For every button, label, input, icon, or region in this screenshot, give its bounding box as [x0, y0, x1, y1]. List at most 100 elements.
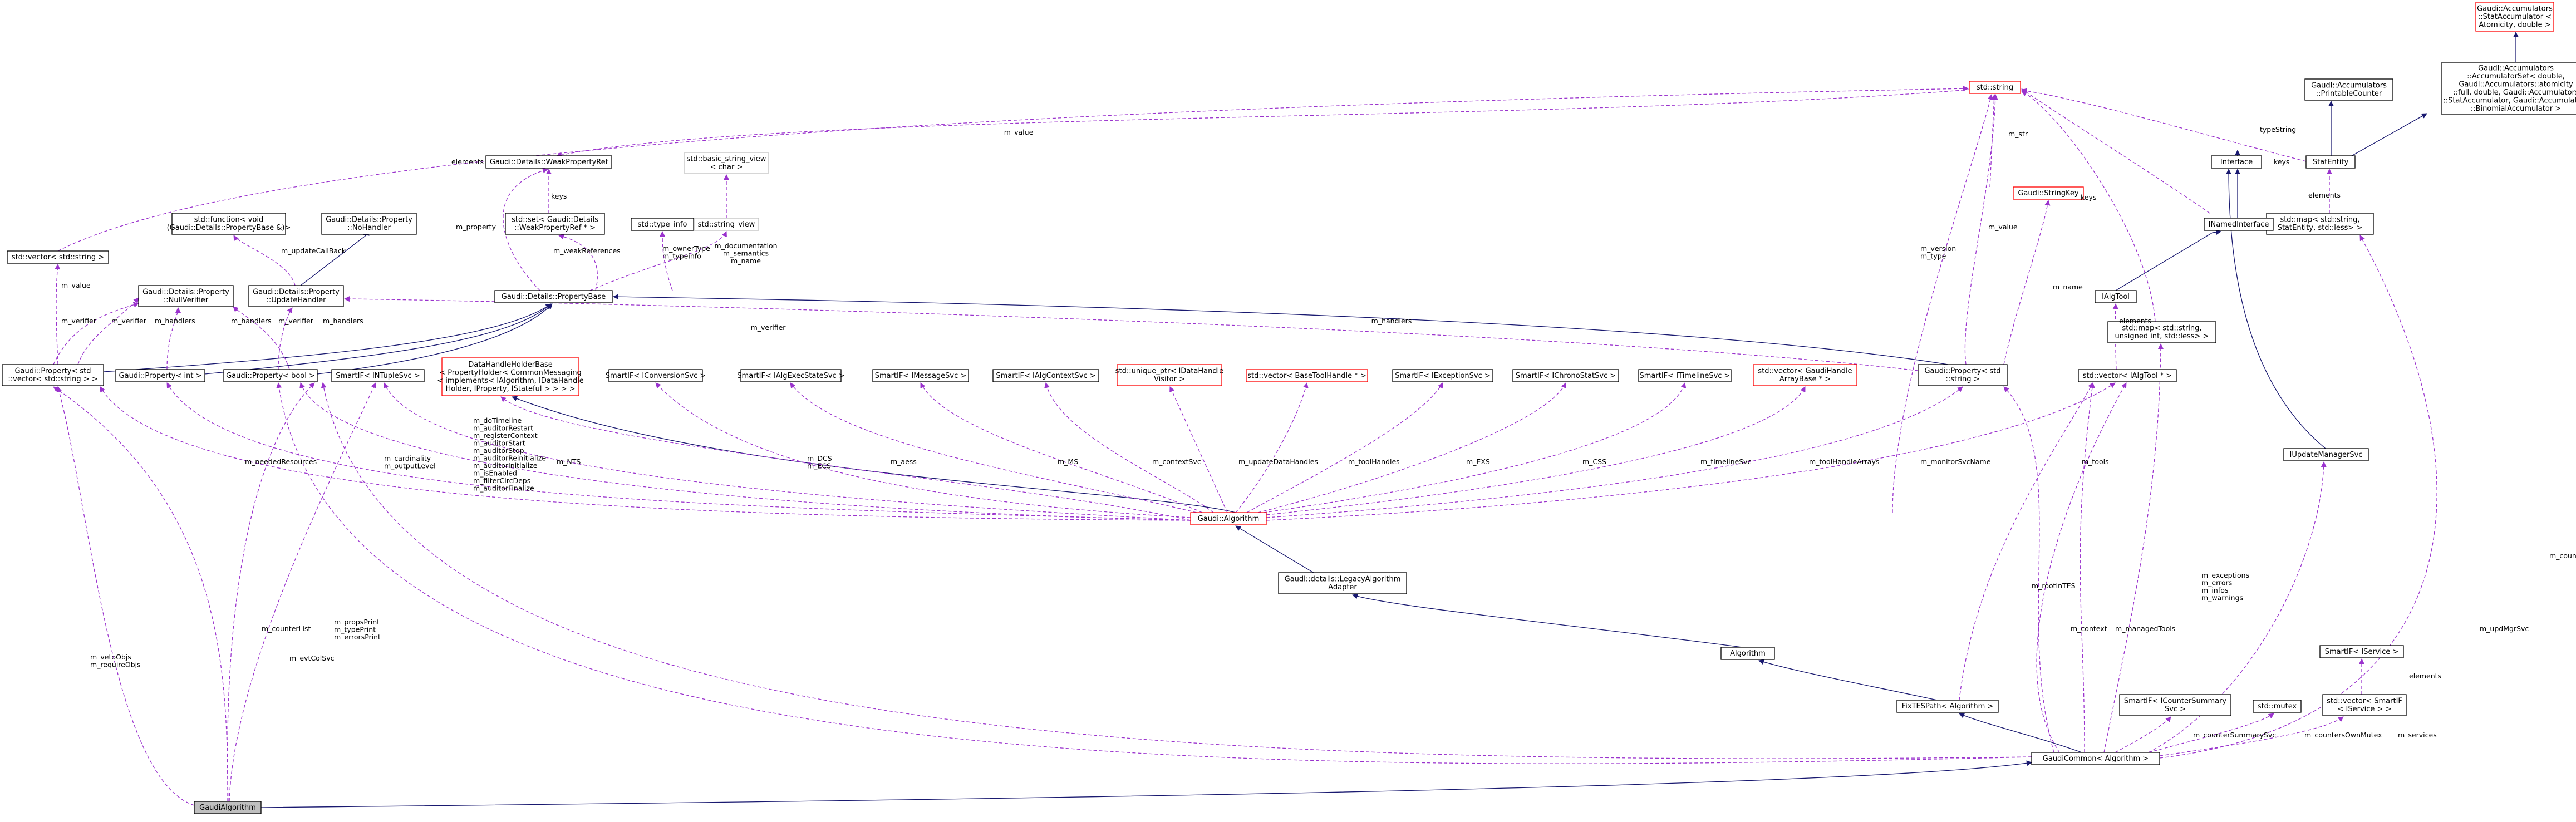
edge-label-m-aess: m_aess: [891, 457, 917, 466]
class-node-weak-ref[interactable]: Gaudi::Details::WeakPropertyRef: [485, 155, 612, 169]
node-box: [321, 213, 417, 235]
edge-label-text: m_semantics: [723, 249, 769, 258]
node-label: std::string: [1977, 83, 2013, 92]
node-box: [1918, 364, 2008, 386]
class-node-map-statentity[interactable]: std::map< std::string,StatEntity, std::l…: [2266, 213, 2374, 235]
class-node-update-handler[interactable]: Gaudi::Details::Property::UpdateHandler: [248, 285, 344, 307]
class-node-set-weak[interactable]: std::set< Gaudi::Details::WeakPropertyRe…: [505, 213, 605, 235]
class-node-sp-iservice[interactable]: SmartIF< IService >: [2319, 645, 2404, 658]
edge-label-text: m_value: [61, 281, 91, 289]
class-node-vec-sp-iservice[interactable]: std::vector< SmartIF< IService > >: [2322, 694, 2407, 716]
edge-label-text: m_verifier: [278, 317, 314, 325]
node-label: FixTESPath< Algorithm >: [1902, 702, 1994, 711]
class-node-algorithm[interactable]: Algorithm: [1720, 647, 1775, 660]
edge-label-text: keys: [2274, 157, 2289, 166]
node-label: Gaudi::Accumulators::atomicity: [2459, 81, 2573, 89]
class-node-gaudi-common[interactable]: GaudiCommon< Algorithm >: [2031, 752, 2160, 765]
class-node-string-view[interactable]: std::string_view: [694, 218, 759, 231]
node-label: StatEntity: [2313, 158, 2349, 166]
node-box: [115, 369, 205, 382]
class-node-prop-vec-string[interactable]: Gaudi::Property< std::vector< std::strin…: [2, 364, 104, 386]
node-label: std::type_info: [638, 220, 687, 229]
edge-label-m-css: m_CSS: [1582, 457, 1606, 466]
class-node-map-uint[interactable]: std::map< std::string,unsigned int, std:…: [2107, 321, 2216, 343]
class-node-acc-static[interactable]: Gaudi::Accumulators::StatAccumulator <At…: [2475, 2, 2554, 32]
node-label: Gaudi::Property< int >: [119, 372, 202, 380]
class-node-datahandle-holder[interactable]: DataHandleHolderBase< PropertyHolder< Co…: [437, 357, 584, 396]
edge-label-text: m_outputLevel: [384, 462, 436, 470]
class-node-sp-chrono[interactable]: SmartIF< IChronoStatSvc >: [1512, 369, 1619, 382]
class-node-std-string[interactable]: std::string: [1969, 81, 2021, 94]
usage-edge-48: [790, 382, 1197, 513]
usage-edge-24: [1892, 94, 1993, 513]
class-node-prop-string[interactable]: Gaudi::Property< std::string >: [1918, 364, 2008, 386]
class-node-sp-ntuple[interactable]: SmartIF< INTupleSvc >: [331, 369, 425, 382]
class-node-no-handler[interactable]: Gaudi::Details::Property::NoHandler: [321, 213, 417, 235]
class-node-iupdate[interactable]: IUpdateManagerSvc: [2283, 448, 2369, 461]
class-node-vec-ialgtool[interactable]: std::vector< IAlgTool * >: [2078, 369, 2177, 382]
node-label: ::vector< std::string > >: [8, 375, 97, 383]
class-node-prop-int[interactable]: Gaudi::Property< int >: [115, 369, 205, 382]
usage-edge-35: [2003, 200, 2051, 365]
class-node-string-key[interactable]: Gaudi::StringKey: [2013, 186, 2084, 200]
edge-label-m-counter-list: m_counterList: [262, 624, 311, 633]
node-box: [2253, 700, 2302, 713]
class-node-std-function[interactable]: std::function< void(Gaudi::Details::Prop…: [167, 213, 291, 235]
node-box: [2322, 694, 2407, 716]
class-node-sp-timeline[interactable]: SmartIF< ITimelineSvc >: [1638, 369, 1732, 382]
class-node-gaudi-alg[interactable]: GaudiAlgorithm: [194, 801, 262, 814]
node-box: [992, 369, 1099, 382]
edge-label-text: m_value: [1988, 223, 2018, 231]
edge-label-text: m_doTimeline: [473, 416, 522, 425]
edge-label-text: m_timelineSvc: [1700, 457, 1752, 466]
node-label: std::basic_string_view: [687, 155, 766, 164]
class-node-inamed[interactable]: INamedInterface: [2204, 218, 2274, 231]
class-node-ialgtool[interactable]: IAlgTool: [2095, 290, 2137, 303]
node-label: Visitor >: [1154, 375, 1185, 383]
node-label: ::NoHandler: [347, 224, 391, 232]
node-label: SmartIF< INTupleSvc >: [336, 372, 420, 380]
edge-label-m-verifier-4: m_verifier: [751, 323, 786, 332]
edge-label-text: m_countersOwnMutex: [2304, 731, 2382, 739]
class-node-fixtes[interactable]: FixTESPath< Algorithm >: [1896, 700, 1999, 713]
node-label: ::UpdateHandler: [266, 296, 326, 304]
class-node-null-verifier[interactable]: Gaudi::Details::Property::NullVerifier: [138, 285, 234, 307]
class-node-sp-algcontext[interactable]: SmartIF< IAlgContextSvc >: [992, 369, 1099, 382]
class-node-property-base[interactable]: Gaudi::Details::PropertyBase: [494, 290, 613, 303]
edge-label-text: m_registerContext: [473, 431, 538, 440]
class-node-mutex[interactable]: std::mutex: [2253, 700, 2302, 713]
usage-edge-76: [500, 396, 1191, 521]
node-label: IAlgTool: [2102, 293, 2130, 301]
class-node-sp-exception[interactable]: SmartIF< IExceptionSvc >: [1392, 369, 1493, 382]
node-label: Gaudi::StringKey: [2018, 189, 2079, 198]
class-node-sv-char[interactable]: std::basic_string_view< char >: [684, 152, 769, 174]
class-node-acc-long[interactable]: Gaudi::Accumulators::AccumulatorSet< dou…: [2441, 62, 2576, 115]
edge-label-m-value-vs: m_value: [61, 281, 91, 289]
class-node-vec-basetool[interactable]: std::vector< BaseToolHandle * >: [1246, 369, 1368, 382]
class-node-sp-algexec[interactable]: SmartIF< IAlgExecStateSvc >: [737, 369, 845, 382]
class-node-type-info[interactable]: std::type_info: [631, 218, 694, 231]
edge-label-text: m_countersOwn: [2549, 552, 2576, 560]
class-node-vec-string[interactable]: std::vector< std::string >: [7, 250, 109, 264]
class-node-sp-message[interactable]: SmartIF< IMessageSvc >: [872, 369, 969, 382]
class-node-printable[interactable]: Gaudi::Accumulators::PrintableCounter: [2304, 78, 2393, 101]
usage-edge-28: [503, 168, 548, 291]
edge-label-text: m_auditorInitialize: [473, 461, 538, 470]
edge-label-text: m_value: [1004, 128, 1034, 136]
node-label: SmartIF< IMessageSvc >: [875, 372, 967, 380]
usage-edge-41: [344, 296, 1919, 371]
class-node-prop-bool[interactable]: Gaudi::Property< bool >: [223, 369, 318, 382]
usage-edge-61: [2080, 382, 2095, 753]
class-node-gaudi-algorithm[interactable]: Gaudi::Algorithm: [1190, 512, 1267, 525]
class-node-interface[interactable]: Interface: [2211, 155, 2262, 169]
class-node-statentity[interactable]: StatEntity: [2305, 155, 2356, 169]
node-label: GaudiAlgorithm: [199, 804, 256, 812]
node-box: [2475, 2, 2554, 32]
node-label: ::full, double, Gaudi::Accumulators: [2453, 88, 2576, 97]
node-label: ::PrintableCounter: [2316, 90, 2382, 98]
class-node-sp-conversion[interactable]: SmartIF< IConversionSvc >: [606, 369, 706, 382]
